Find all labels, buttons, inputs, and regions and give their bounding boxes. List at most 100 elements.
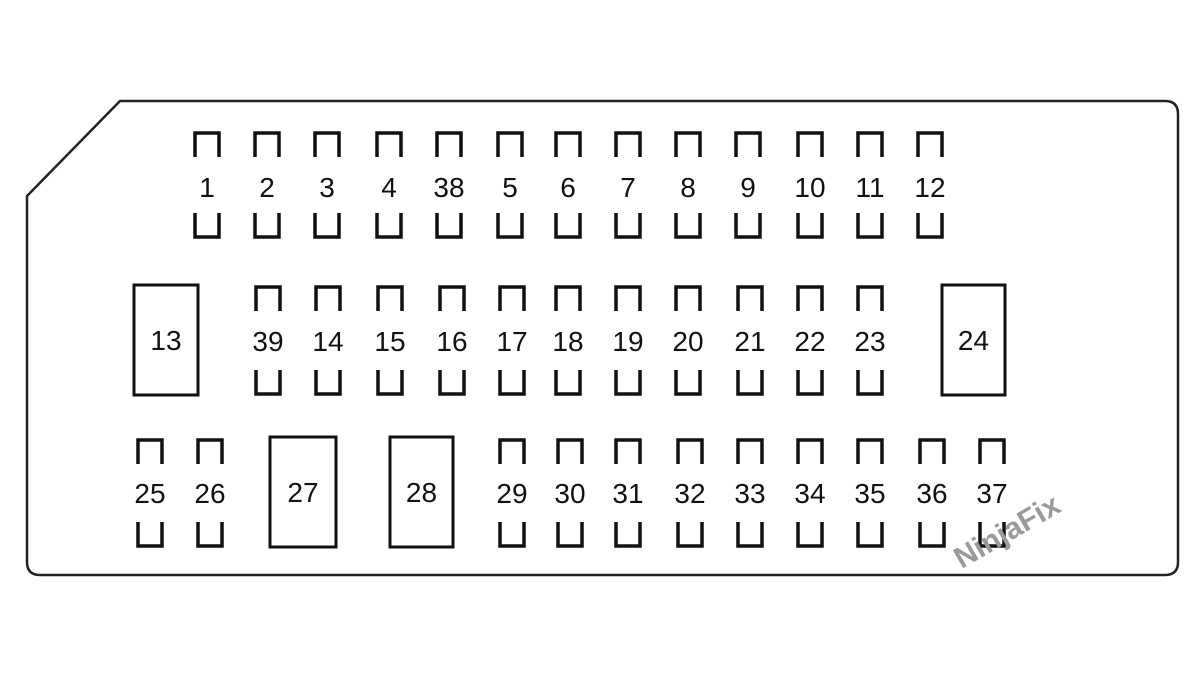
fuse-terminal-bottom <box>856 213 884 239</box>
fuse-terminal-top <box>676 438 704 464</box>
fuse-label: 6 <box>560 172 576 203</box>
fuse-label: 1 <box>199 172 215 203</box>
fuse-24: 24 <box>940 283 1007 397</box>
fuse-32: 32 <box>674 438 706 548</box>
relay-outline <box>940 283 1007 397</box>
fuse-terminal-bottom <box>918 522 946 548</box>
fuse-terminal-bottom <box>556 522 584 548</box>
fuse-21: 21 <box>734 285 766 396</box>
fuse-2: 2 <box>253 131 281 239</box>
fuse-terminal-bottom <box>796 213 824 239</box>
fuse-4: 4 <box>375 131 403 239</box>
fuse-label: 36 <box>916 478 947 509</box>
fuse-terminal-bottom <box>136 522 164 548</box>
fuse-terminal-bottom <box>254 370 282 396</box>
fuse-label: 27 <box>287 477 318 508</box>
fuse-label: 21 <box>734 326 765 357</box>
fuse-terminal-bottom <box>313 213 341 239</box>
fuse-23: 23 <box>854 285 886 396</box>
fuse-terminal-bottom <box>614 522 642 548</box>
fuse-terminal-bottom <box>193 213 221 239</box>
fuse-27: 27 <box>268 435 338 549</box>
fuse-18: 18 <box>552 285 584 396</box>
fuse-9: 9 <box>734 131 762 239</box>
fuse-terminal-top <box>674 131 702 157</box>
fuse-label: 14 <box>312 326 343 357</box>
fuse-terminal-top <box>614 438 642 464</box>
fuse-terminal-bottom <box>496 213 524 239</box>
fuse-label: 25 <box>134 478 165 509</box>
fuse-label: 35 <box>854 478 885 509</box>
fuse-14: 14 <box>312 285 344 396</box>
fuse-terminal-top <box>496 131 524 157</box>
fuse-label: 29 <box>496 478 527 509</box>
fuse-12: 12 <box>914 131 946 239</box>
fuse-label: 16 <box>436 326 467 357</box>
fuse-terminal-top <box>614 285 642 311</box>
fuse-label: 30 <box>554 478 585 509</box>
fuse-terminal-top <box>736 438 764 464</box>
fuse-30: 30 <box>554 438 586 548</box>
fuse-36: 36 <box>916 438 948 548</box>
fuse-label: 22 <box>794 326 825 357</box>
fuse-label: 23 <box>854 326 885 357</box>
fuse-terminal-top <box>796 285 824 311</box>
fuse-terminal-top <box>313 131 341 157</box>
fuse-terminal-bottom <box>736 522 764 548</box>
fuse-terminal-top <box>196 438 224 464</box>
fuse-label: 13 <box>150 325 181 356</box>
fuse-8: 8 <box>674 131 702 239</box>
fuse-terminal-bottom <box>674 213 702 239</box>
fuse-label: 11 <box>855 172 884 203</box>
fuse-terminal-top <box>978 438 1006 464</box>
fuse-19: 19 <box>612 285 644 396</box>
fuse-terminal-top <box>193 131 221 157</box>
fuse-terminal-top <box>498 285 526 311</box>
fuse-terminal-bottom <box>796 370 824 396</box>
fuse-terminal-top <box>554 131 582 157</box>
fuse-37: 37 <box>976 438 1008 548</box>
fuse-label: 33 <box>734 478 765 509</box>
fuse-11: 11 <box>855 131 885 239</box>
fuse-terminal-bottom <box>498 370 526 396</box>
fuse-6: 6 <box>554 131 582 239</box>
fuse-terminal-bottom <box>253 213 281 239</box>
fuse-1: 1 <box>193 131 221 239</box>
relay-outline <box>268 435 338 549</box>
fuse-label: 38 <box>433 172 464 203</box>
fuse-terminal-bottom <box>796 522 824 548</box>
fuse-label: 4 <box>381 172 397 203</box>
fuse-3: 3 <box>313 131 341 239</box>
fuse-terminal-bottom <box>916 213 944 239</box>
fuse-label: 3 <box>319 172 335 203</box>
fuse-terminal-bottom <box>736 370 764 396</box>
fuse-terminal-top <box>796 438 824 464</box>
fuse-31: 31 <box>612 438 644 548</box>
fuse-label: 18 <box>552 326 583 357</box>
fuse-terminal-top <box>556 438 584 464</box>
fuse-label: 15 <box>374 326 405 357</box>
fuse-terminal-top <box>916 131 944 157</box>
fuse-label: 32 <box>674 478 705 509</box>
fuse-terminal-bottom <box>438 370 466 396</box>
fuse-terminal-bottom <box>676 522 704 548</box>
fuse-terminal-bottom <box>614 213 642 239</box>
fuse-terminal-top <box>375 131 403 157</box>
fuse-terminal-bottom <box>375 213 403 239</box>
fuse-label: 34 <box>794 478 825 509</box>
fuse-terminal-top <box>498 438 526 464</box>
fuse-terminal-bottom <box>554 370 582 396</box>
fuse-terminal-top <box>438 285 466 311</box>
fuse-17: 17 <box>496 285 528 396</box>
fuse-label: 9 <box>740 172 756 203</box>
fuse-terminal-top <box>856 438 884 464</box>
fuse-34: 34 <box>794 438 826 548</box>
fuse-29: 29 <box>496 438 528 548</box>
fuse-label: 8 <box>680 172 696 203</box>
fuse-terminal-top <box>376 285 404 311</box>
fuse-7: 7 <box>614 131 642 239</box>
fuse-label: 39 <box>252 326 283 357</box>
fuse-terminal-bottom <box>856 370 884 396</box>
fuse-terminal-top <box>796 131 824 157</box>
